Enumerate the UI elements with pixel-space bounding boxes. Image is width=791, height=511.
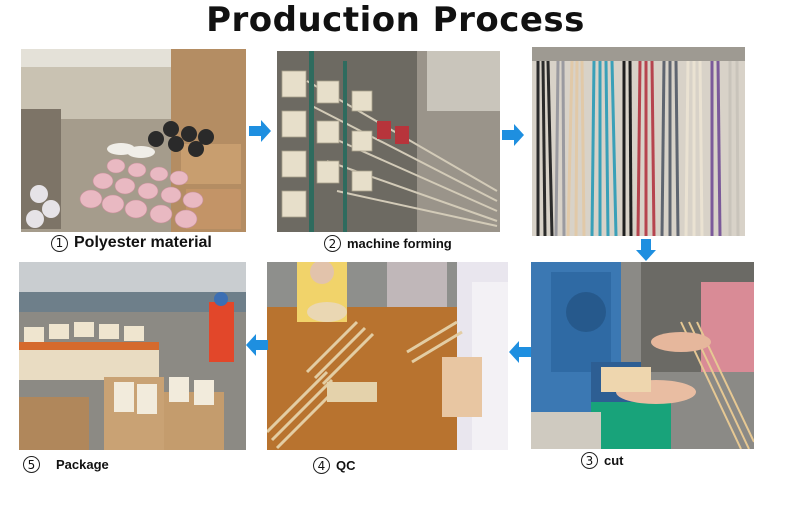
arrow-right-icon [249, 120, 271, 142]
caption-step-1: 1 Polyester material [51, 234, 212, 252]
step-number-badge: 1 [51, 234, 68, 252]
step-number-badge: 4 [313, 457, 330, 474]
step-number-badge: 2 [324, 235, 341, 252]
caption-step-5: 5 Package [23, 456, 109, 473]
caption-step-2: 2 machine forming [324, 235, 452, 252]
arrow-left-icon [509, 341, 531, 363]
photo-cut [531, 262, 754, 449]
step-label: Polyester material [74, 234, 212, 251]
step-label: machine forming [347, 236, 452, 251]
photo-qc [267, 262, 508, 450]
photo-colored-sticks [532, 47, 745, 236]
photo-polyester-material [21, 49, 246, 232]
photo-package [19, 262, 246, 450]
step-number-badge: 5 [23, 456, 40, 473]
caption-step-3: 3 cut [581, 452, 624, 469]
page-title: Production Process [206, 0, 585, 40]
arrow-right-icon [502, 124, 524, 146]
step-label: Package [56, 457, 109, 472]
arrow-down-icon [636, 239, 656, 261]
step-number-badge: 3 [581, 452, 598, 469]
step-label: QC [336, 458, 356, 473]
caption-step-4: 4 QC [313, 457, 356, 474]
step-label: cut [604, 453, 624, 468]
arrow-left-icon [246, 334, 268, 356]
photo-machine-forming [277, 51, 500, 232]
